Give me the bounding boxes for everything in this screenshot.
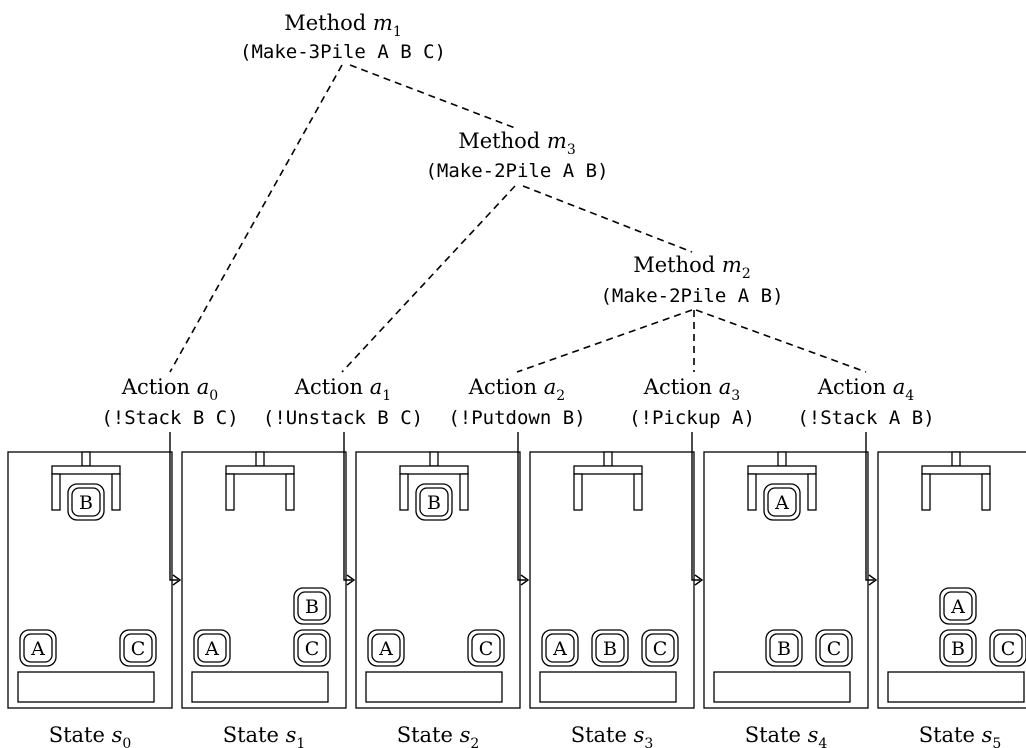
table-block-C-letter: C [131,638,146,660]
action-a4-label: Action a4 [817,375,914,404]
table-slab [191,671,329,703]
table-block-B: B [939,629,977,667]
table-block-B-letter: B [603,638,617,660]
state-s3: A B C [529,451,695,709]
table-block-C: C [641,629,679,667]
table-block-C: C [989,629,1026,667]
table-block-B-letter: B [951,638,965,660]
state-s2-label: State s2 [397,723,480,748]
state-frame [529,451,695,709]
gripper-icon [225,451,295,511]
state-s1-label: State s1 [223,723,306,748]
state-frame [877,451,1026,709]
table-block-C-letter: C [1001,638,1016,660]
arrow-a4 [865,432,878,586]
table-block-A: A [19,629,57,667]
table-slab [539,671,677,703]
table-block-B: B [765,629,803,667]
action-a2-code: (!Putdown B) [448,407,585,429]
table-slab [17,671,155,703]
table-slab [887,671,1025,703]
table-block-A: A [541,629,579,667]
edge-m1-a0 [169,64,343,373]
arrow-a2 [517,432,530,586]
arrow-a1 [343,432,356,586]
method-m2-code: (Make-2Pile A B) [600,285,783,307]
method-m2: Method m2 (Make-2Pile A B) [600,253,783,307]
state-s0: B A C [7,451,173,709]
table-block-C: C [293,629,331,667]
table-block-C-letter: C [827,638,842,660]
held-block-B-letter: B [427,492,441,514]
state-s4-label: State s4 [745,723,828,748]
table-block-A-letter: A [378,638,393,660]
table-block-C: C [119,629,157,667]
action-a3-label: Action a3 [643,375,740,404]
method-m3-label: Method m3 [458,129,576,158]
stacked-block-B-letter: B [305,596,319,618]
held-block-B: B [67,483,105,521]
decomposition-edges [169,64,867,373]
action-a0-label: Action a0 [121,375,218,404]
table-block-C-letter: C [653,638,668,660]
action-a1-label: Action a1 [294,375,391,404]
method-m1-code: (Make-3Pile A B C) [240,41,446,63]
state-s3-label: State s3 [571,723,654,748]
state-s0-label: State s0 [49,723,132,748]
edge-m1-m3 [349,64,516,129]
table-slab [713,671,851,703]
action-a1-code: (!Unstack B C) [263,407,423,429]
held-block-A: A [763,483,801,521]
table-block-C-letter: C [479,638,494,660]
edge-m3-m2 [522,185,693,253]
method-m3-code: (Make-2Pile A B) [425,160,608,182]
action-a0-code: (!Stack B C) [101,407,238,429]
method-m1-label: Method m1 [284,11,402,40]
stacked-block-A: A [939,587,977,625]
state-frame [181,451,347,709]
held-block-B-letter: B [79,492,93,514]
gripper-icon [399,451,469,511]
state-s2: B A C [355,451,521,709]
held-block-A-letter: A [774,492,789,514]
gripper-icon [747,451,817,511]
edge-m2-a4 [695,309,867,373]
table-block-A-letter: A [552,638,567,660]
table-block-A-letter: A [30,638,45,660]
arrow-a0 [169,432,182,586]
table-block-A-letter: A [204,638,219,660]
transition-arrows [169,432,878,586]
state-s1: A CB [181,451,347,709]
stacked-block-B: B [293,587,331,625]
table-block-C: C [815,629,853,667]
method-m1: Method m1 (Make-3Pile A B C) [240,11,446,63]
held-block-B: B [415,483,453,521]
table-block-C-letter: C [305,638,320,660]
table-block-A: A [367,629,405,667]
action-a3-code: (!Pickup A) [629,407,755,429]
gripper-icon [921,451,991,511]
stacked-block-A-letter: A [950,596,965,618]
table-slab [365,671,503,703]
table-block-B: B [591,629,629,667]
gripper-icon [51,451,121,511]
state-s5-label: State s5 [919,723,1002,748]
state-s4: A B C [703,451,869,709]
gripper-icon [573,451,643,511]
state-s5: B C A [877,451,1026,709]
arrow-a3 [691,432,704,586]
table-block-A: A [193,629,231,667]
table-block-C: C [467,629,505,667]
edge-m2-a2 [516,309,693,373]
method-m2-label: Method m2 [633,253,751,282]
table-block-B-letter: B [777,638,791,660]
action-a2-label: Action a2 [468,375,565,404]
edge-m3-a1 [341,185,516,373]
method-m3: Method m3 (Make-2Pile A B) [425,129,608,182]
action-labels: Action a0 (!Stack B C) Action a1 (!Unsta… [101,375,934,429]
action-a4-code: (!Stack A B) [797,407,934,429]
